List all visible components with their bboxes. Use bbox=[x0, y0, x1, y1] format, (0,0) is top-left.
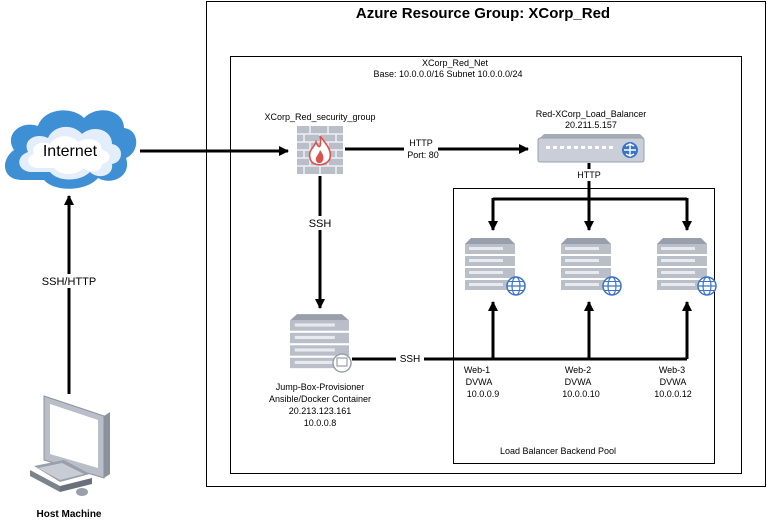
computer-icon bbox=[30, 395, 110, 496]
lb-http-label-bg bbox=[573, 169, 605, 181]
nsg-lb-port: Port: 80 bbox=[407, 150, 439, 160]
host-internet-label: SSH/HTTP bbox=[42, 276, 96, 288]
jumpbox-line-4: 10.0.0.8 bbox=[304, 418, 337, 428]
web-1-server-icon bbox=[465, 238, 526, 296]
resource-group-boundary bbox=[206, 1, 766, 487]
web-2-ip: 10.0.0.10 bbox=[562, 389, 600, 399]
firewall-icon bbox=[297, 126, 343, 174]
jumpbox-ssh-label-bg bbox=[396, 352, 424, 365]
jumpbox-server-icon bbox=[290, 314, 352, 373]
nsg-label: XCorp_Red_security_group bbox=[264, 112, 375, 122]
nsg-jumpbox-label: SSH bbox=[309, 218, 332, 230]
jumpbox-line-3: 20.213.123.161 bbox=[289, 406, 352, 416]
vnet-boundary bbox=[230, 56, 742, 474]
web-1-app: DVWA bbox=[466, 377, 493, 387]
internet-label: Internet bbox=[43, 143, 98, 160]
backend-pool-boundary bbox=[453, 188, 715, 464]
lb-ip: 20.211.5.157 bbox=[565, 120, 617, 130]
ssh-label-bg bbox=[306, 216, 334, 230]
backend-pool-label: Load Balancer Backend Pool bbox=[500, 446, 616, 456]
web-1-name: Web-1 bbox=[464, 365, 490, 375]
jumpbox-line-1: Jump-Box-Provisioner bbox=[276, 382, 365, 392]
web-2-name: Web-2 bbox=[565, 365, 591, 375]
web-3-name: Web-3 bbox=[659, 365, 685, 375]
web-3-server-icon bbox=[657, 238, 717, 296]
web-2-server-icon bbox=[561, 238, 622, 296]
web-3-app: DVWA bbox=[660, 377, 687, 387]
nsg-lb-protocol: HTTP bbox=[409, 138, 433, 148]
vnet-name: XCorp_Red_Net bbox=[422, 58, 489, 68]
http-port-label-bg bbox=[404, 138, 438, 160]
lb-pool-label: HTTP bbox=[577, 170, 601, 180]
web-3-ip: 10.0.0.12 bbox=[654, 389, 692, 399]
ssh-http-label-bg bbox=[36, 274, 102, 288]
jumpbox-line-2: Ansible/Docker Container bbox=[269, 394, 371, 404]
resource-group-title: Azure Resource Group: XCorp_Red bbox=[356, 5, 610, 22]
jumpbox-web-label: SSH bbox=[400, 354, 421, 365]
cloud-icon bbox=[4, 110, 137, 189]
host-machine-label: Host Machine bbox=[36, 509, 101, 520]
web-1-ip: 10.0.0.9 bbox=[467, 389, 500, 399]
vnet-address: Base: 10.0.0.0/16 Subnet 10.0.0.0/24 bbox=[373, 69, 522, 79]
web-2-app: DVWA bbox=[565, 377, 592, 387]
load-balancer-icon bbox=[537, 134, 645, 163]
lb-name: Red-XCorp_Load_Balancer bbox=[536, 109, 647, 119]
